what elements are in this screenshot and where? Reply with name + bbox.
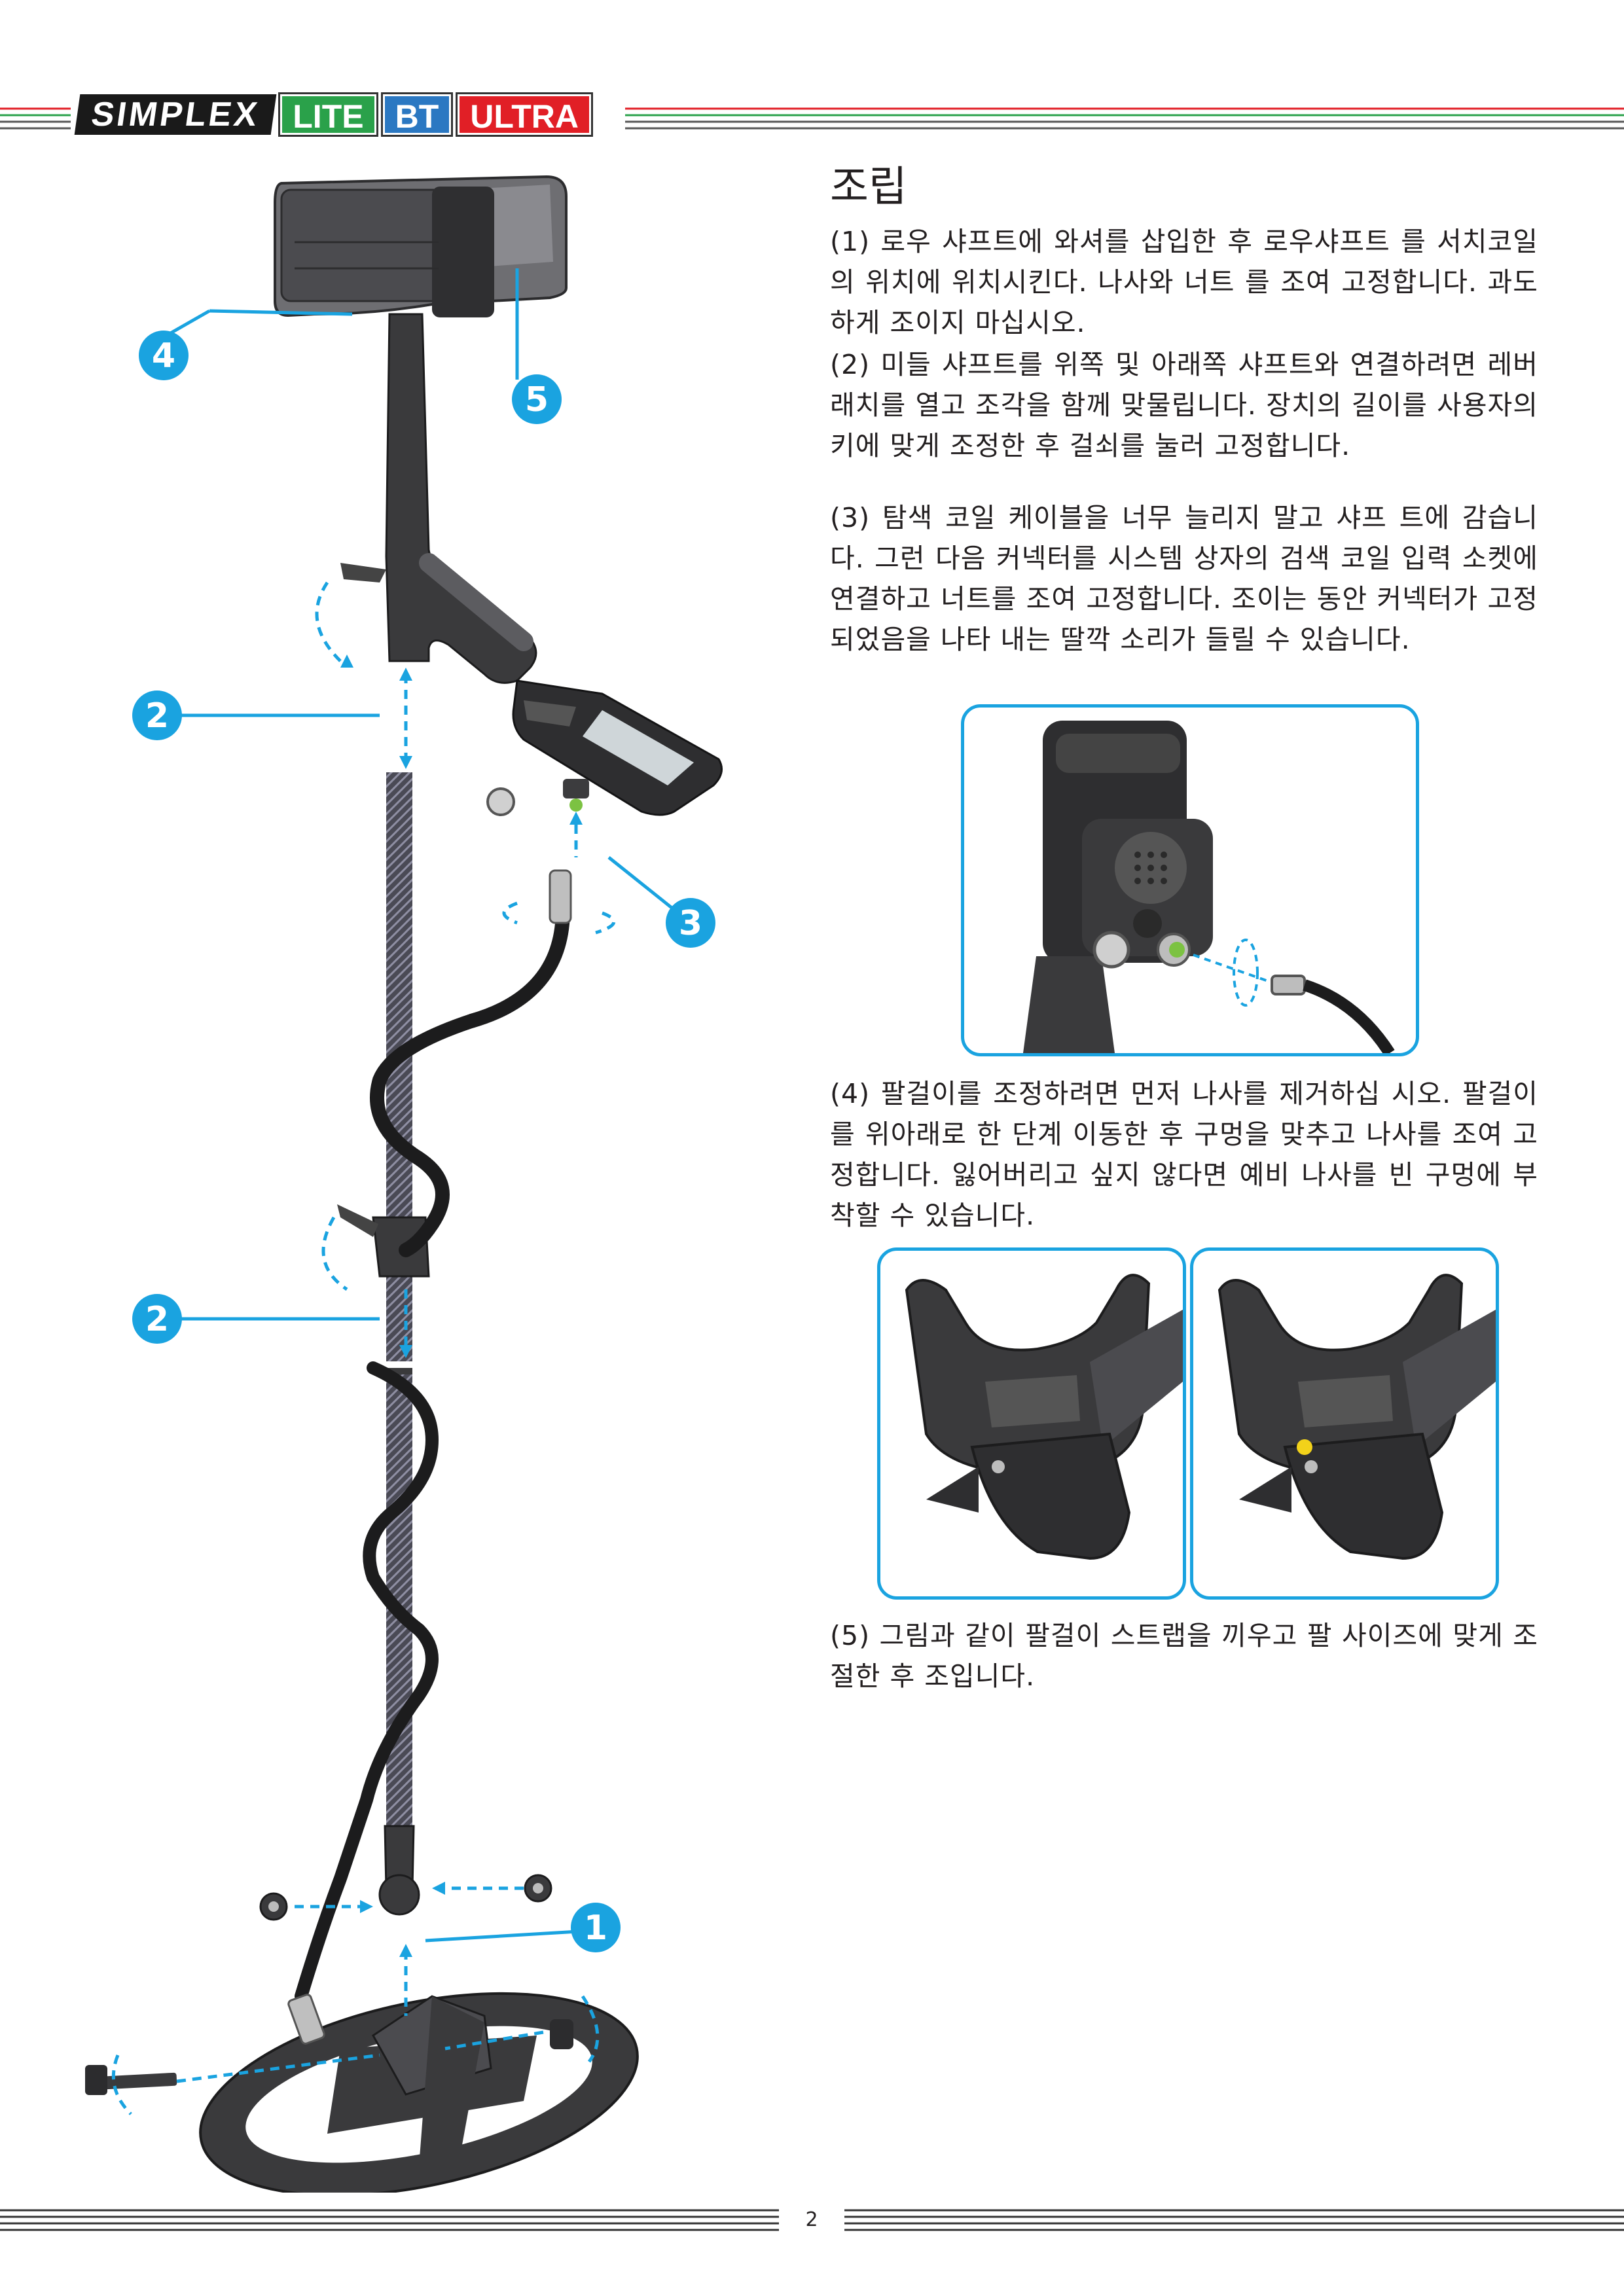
callout-4: 4 xyxy=(139,331,189,380)
step-5-text: (5) 그림과 같이 팔걸이 스트랩을 끼우고 팔 사이즈에 맞게 조절한 후 … xyxy=(830,1620,1538,1692)
step-1-text: (1) 로우 샤프트에 와셔를 삽입한 후 로우샤프트 를 서치코일의 위치에 … xyxy=(830,226,1538,338)
upper-shaft xyxy=(340,313,537,684)
callout-2-lower: 2 xyxy=(132,1294,182,1344)
header-rule xyxy=(0,107,1624,130)
armrest xyxy=(274,175,568,317)
coil-cable xyxy=(370,903,570,1257)
page-number: 2 xyxy=(805,2208,818,2231)
control-box xyxy=(486,679,723,816)
callout-3: 3 xyxy=(666,898,715,948)
callout-5: 5 xyxy=(512,374,562,424)
svg-text:3: 3 xyxy=(679,904,702,943)
svg-text:1: 1 xyxy=(584,1909,607,1948)
callout-2-upper: 2 xyxy=(132,691,182,740)
armrest-detail-image-before xyxy=(877,1247,1186,1600)
logo-badge-ultra: ULTRA xyxy=(458,94,591,135)
page-title: 조립 xyxy=(830,163,907,211)
product-logo: SIMPLEX LITE BT ULTRA xyxy=(74,94,591,135)
logo-badge-bt: BT xyxy=(382,94,452,135)
svg-text:5: 5 xyxy=(525,380,549,420)
svg-text:2: 2 xyxy=(145,1300,169,1339)
search-coil xyxy=(199,1992,639,2193)
connector-detail-image xyxy=(961,704,1419,1056)
logo-brand: SIMPLEX xyxy=(74,94,277,135)
step-2-text: (2) 미들 샤프트를 위쪽 및 아래쪽 샤프트와 연결하려면 레버 래치를 열… xyxy=(830,349,1538,461)
svg-text:4: 4 xyxy=(152,336,175,376)
callout-1: 1 xyxy=(571,1903,621,1952)
step-3-text: (3) 탐색 코일 케이블을 너무 늘리지 말고 샤프 트에 감습니다. 그런 … xyxy=(830,502,1538,655)
logo-badge-lite: LITE xyxy=(280,94,376,135)
armrest-detail-image-after xyxy=(1190,1247,1499,1600)
svg-text:2: 2 xyxy=(145,696,169,736)
assembly-illustration: 4 5 2 3 2 1 xyxy=(85,175,723,2193)
footer-rule xyxy=(0,2209,1624,2231)
step-4-text: (4) 팔걸이를 조정하려면 먼저 나사를 제거하십 시오. 팔걸이를 위아래로… xyxy=(830,1078,1538,1231)
